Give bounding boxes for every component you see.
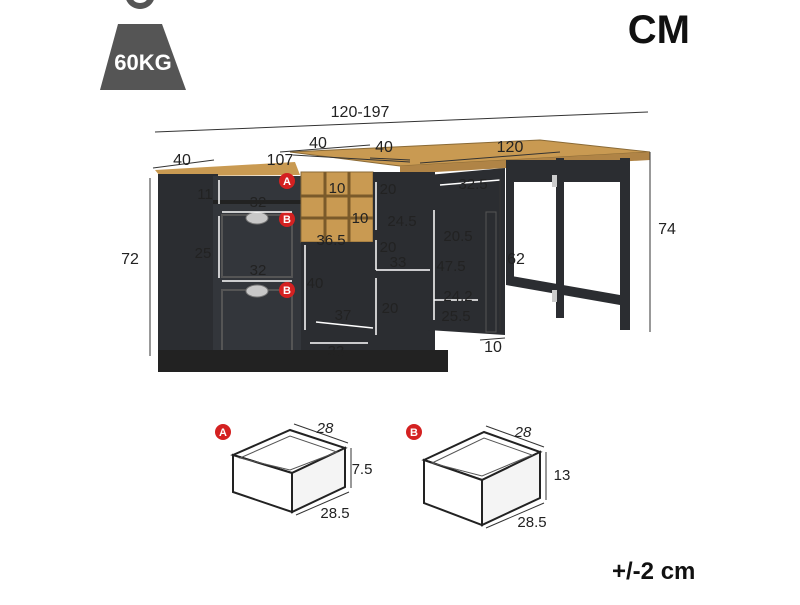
cabinet-body <box>155 162 448 372</box>
dim-shelf-365: 36.5 <box>316 232 345 249</box>
badge-b-text-2: B <box>283 285 291 297</box>
dim-drawer-width-2: 32 <box>250 262 267 279</box>
badge-a-text: A <box>283 176 291 188</box>
drawer-a-height: 7.5 <box>352 461 373 478</box>
unit-label: CM <box>627 8 690 52</box>
drawer-a-badge: A <box>219 427 227 439</box>
drawer-a-width: 28 <box>316 420 334 437</box>
dim-door-255: 25.5 <box>441 308 470 325</box>
dim-cab-37: 37 <box>335 307 352 324</box>
dim-shelf-10b: 10 <box>352 210 369 227</box>
dim-col-20a: 20 <box>380 181 397 198</box>
dim-drawer-width-1: 32 <box>250 194 267 211</box>
dim-seg-left: 40 <box>309 135 327 152</box>
badge-b-cabinet-2: B <box>279 282 295 298</box>
dim-col-245: 24.5 <box>387 213 416 230</box>
outer-dimension-lines <box>149 111 651 356</box>
desk-frame <box>506 158 630 330</box>
dim-door-10: 10 <box>484 339 502 356</box>
drawer-b-height: 13 <box>554 467 571 484</box>
drawer-b-depth: 28.5 <box>517 514 546 531</box>
dim-cab-33-bottom: 33 <box>328 343 345 360</box>
dim-seg-mid: 40 <box>375 139 393 156</box>
badge-b-text-1: B <box>283 214 291 226</box>
drawer-b-width: 28 <box>514 424 532 441</box>
badge-a-cabinet: A <box>279 173 295 189</box>
drawer-handle <box>245 211 269 298</box>
dim-drawer-mid: 25 <box>195 245 212 262</box>
drawer-b-badge: B <box>410 427 418 439</box>
tolerance-label: +/-2 cm <box>612 558 696 585</box>
dim-col-33: 33 <box>390 254 407 271</box>
dim-width-107: 107 <box>267 152 294 169</box>
dim-door-205: 20.5 <box>443 228 472 245</box>
dim-drawer-top: 11 <box>197 186 213 203</box>
open-shelf <box>300 168 505 350</box>
dim-door-475: 47.5 <box>436 258 465 275</box>
dim-height-74: 74 <box>658 221 676 238</box>
dim-cab-40: 40 <box>307 275 324 292</box>
dim-door-62: 62 <box>507 251 525 268</box>
drawer-a-detail: A 28 7.5 28.5 <box>215 420 372 522</box>
badge-b-cabinet-1: B <box>279 211 295 227</box>
dim-total-width: 120-197 <box>331 104 390 121</box>
dim-shelf-10a: 10 <box>329 180 346 197</box>
dim-seg-right: 120 <box>497 139 524 156</box>
dimension-lines <box>218 179 501 344</box>
weight-label: 60KG <box>114 50 171 75</box>
drawer-a-depth: 28.5 <box>320 505 349 522</box>
drawer-b-detail: B 28 13 28.5 <box>406 424 570 531</box>
dim-depth-left: 40 <box>173 152 191 169</box>
weight-icon: 60KG <box>100 0 186 90</box>
dim-col-20b: 20 <box>380 239 397 256</box>
dim-height-72: 72 <box>121 251 139 268</box>
dim-door-325: 32.5 <box>458 176 487 193</box>
dim-door-242: 24.2 <box>443 288 472 305</box>
dim-col-20c: 20 <box>382 300 399 317</box>
